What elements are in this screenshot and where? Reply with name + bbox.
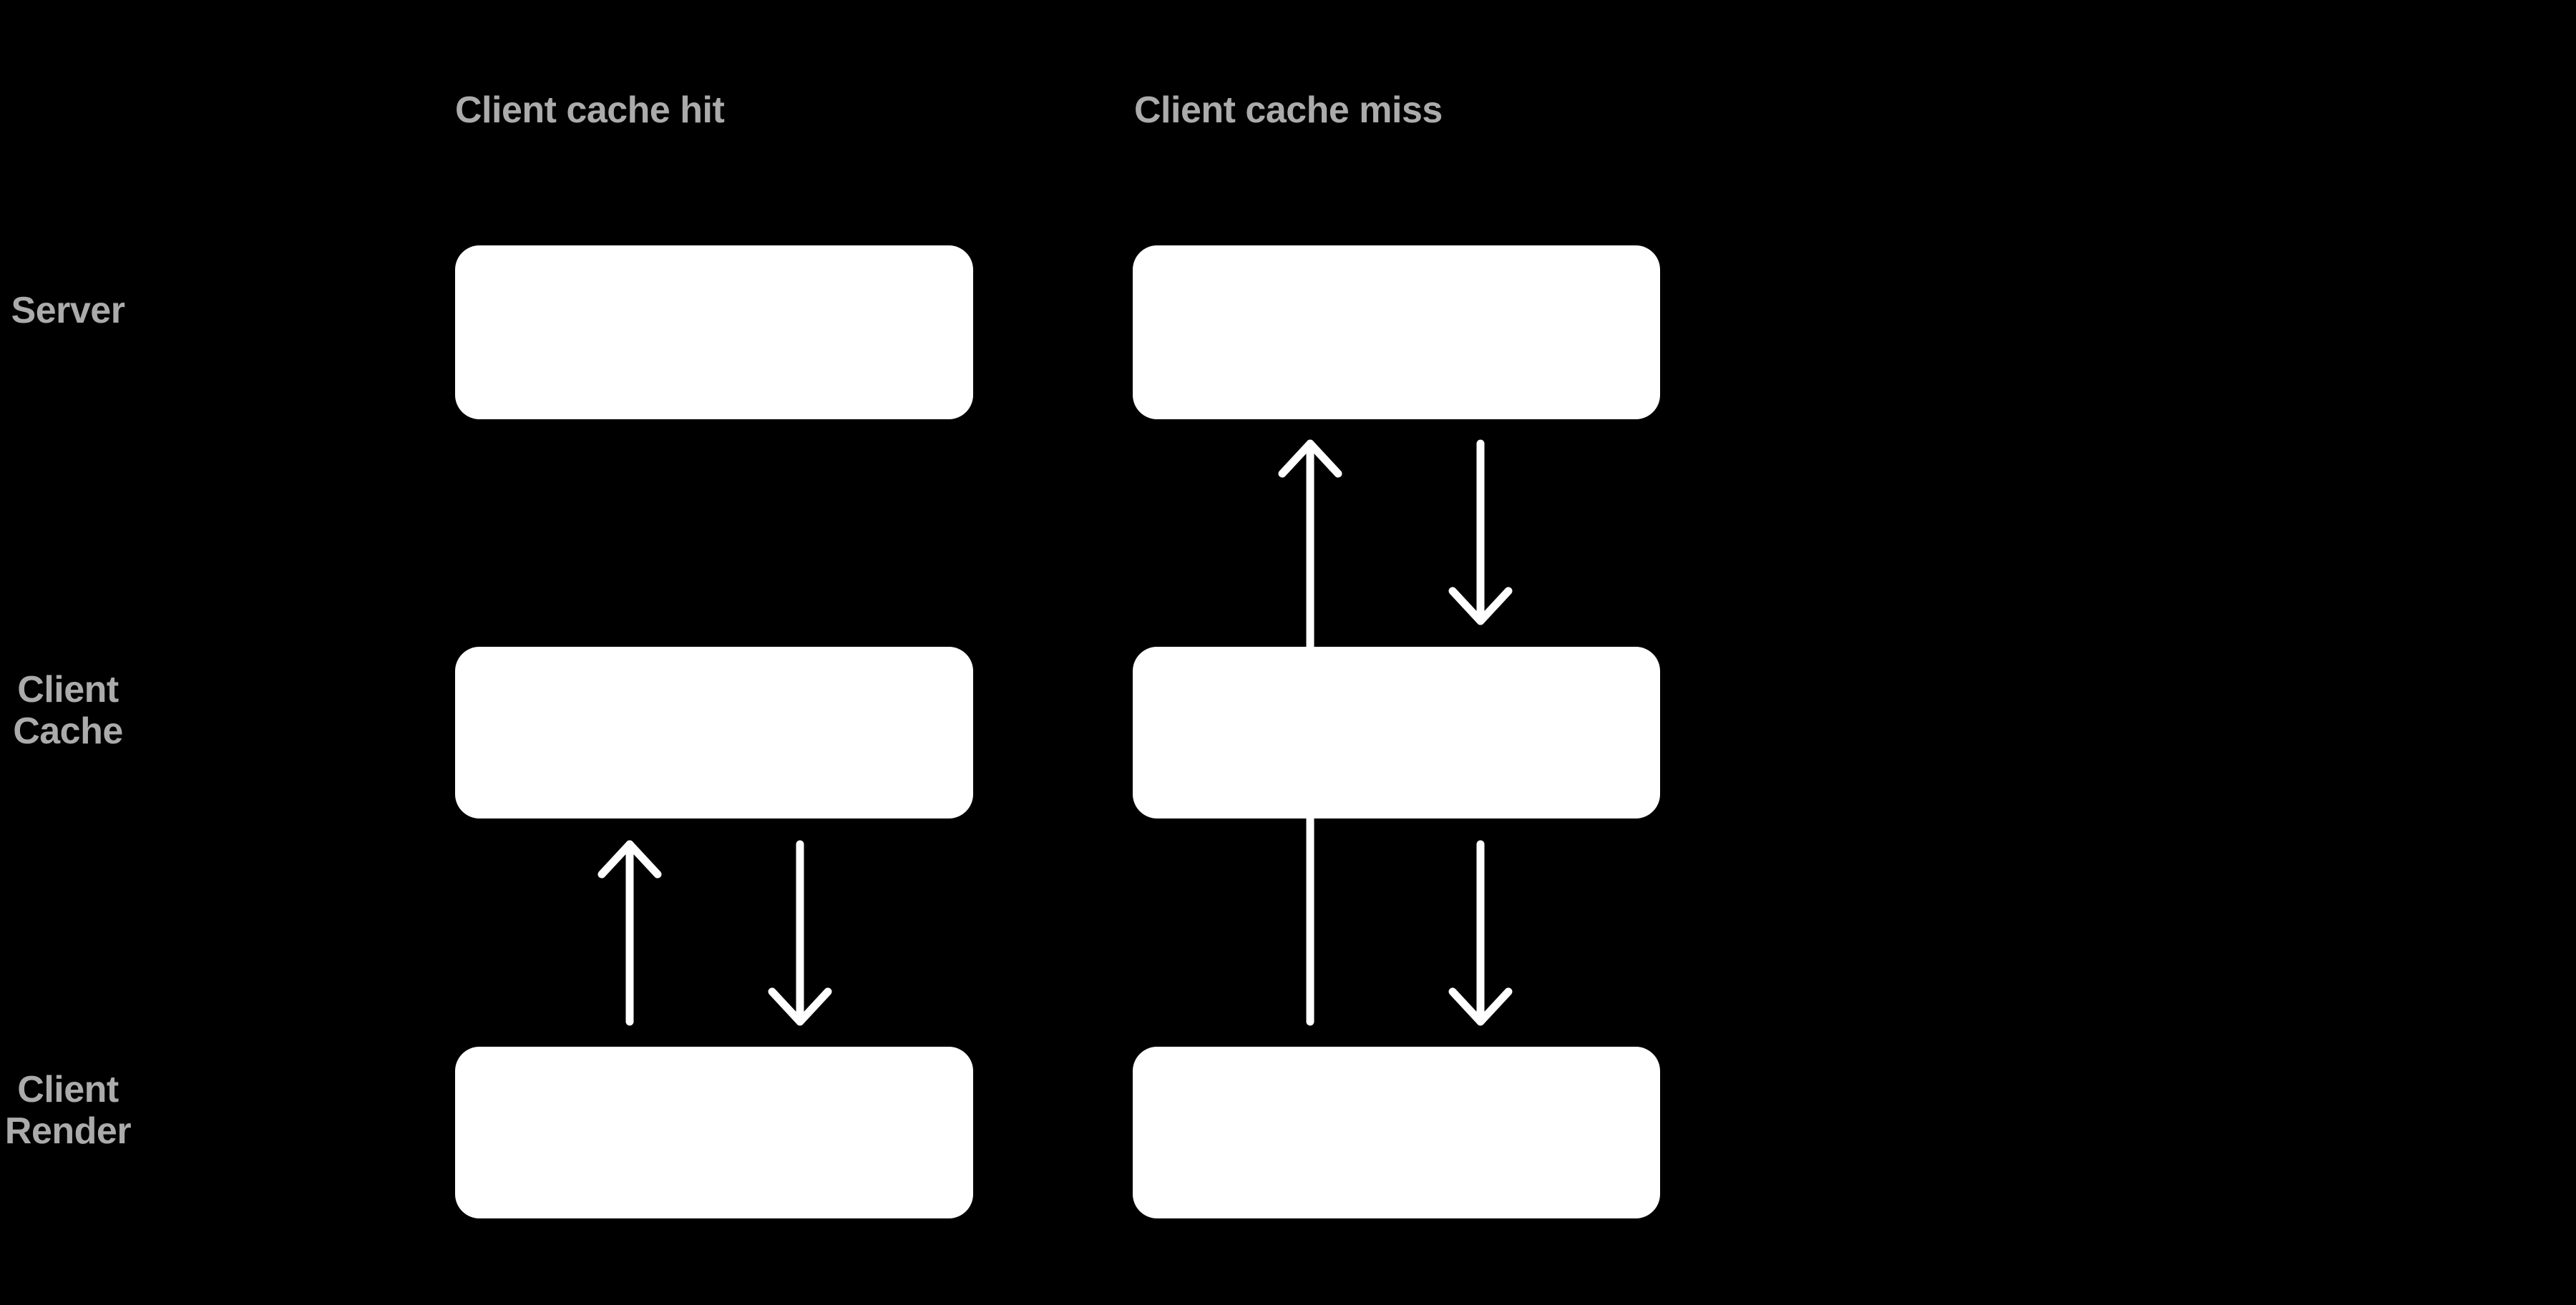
row-label-server: Server xyxy=(11,290,125,331)
node-miss-client-render[interactable] xyxy=(1133,1047,1660,1218)
node-miss-client-cache[interactable] xyxy=(1133,647,1660,818)
node-miss-server[interactable] xyxy=(1133,245,1660,419)
arrow-miss-cache-to-render-down xyxy=(1448,840,1513,1026)
arrow-miss-server-to-cache-down xyxy=(1448,439,1513,625)
node-hit-client-render[interactable] xyxy=(455,1047,973,1218)
node-hit-client-cache[interactable] xyxy=(455,647,973,818)
arrow-miss-render-to-server-head xyxy=(1278,439,1342,505)
arrow-hit-render-to-cache-up xyxy=(597,840,662,1026)
row-label-client-cache: Client Cache xyxy=(13,669,123,753)
row-label-client-render: Client Render xyxy=(4,1069,132,1153)
node-hit-server[interactable] xyxy=(455,245,973,419)
arrow-hit-cache-to-render-down xyxy=(768,840,832,1026)
column-header-client-cache-hit: Client cache hit xyxy=(455,89,725,131)
column-header-client-cache-miss: Client cache miss xyxy=(1134,89,1443,131)
